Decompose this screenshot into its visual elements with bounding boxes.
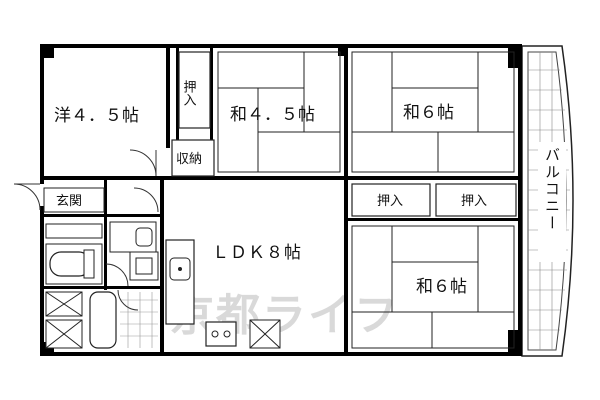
room-japanese-north: 和６帖 <box>351 51 515 173</box>
room-japanese-north-label: 和６帖 <box>403 103 454 123</box>
outer-walls <box>40 44 522 356</box>
room-japanese-south-label: 和６帖 <box>416 277 467 297</box>
closet: 収納 <box>171 139 215 177</box>
entrance-label: 玄関 <box>56 194 82 209</box>
room-japanese-south: 和６帖 <box>351 225 515 349</box>
room-ldk-label: ＬＤＫ８帖 <box>212 243 302 263</box>
oshiire-mid-left-label: 押入 <box>377 194 403 209</box>
room-japanese-small: 和４．５帖 <box>217 51 341 173</box>
oshiire-mid-right-label: 押入 <box>461 194 487 209</box>
oshiire-mid-left: 押入 <box>351 183 431 217</box>
oshiire-top-label: 押入 <box>181 80 197 106</box>
stove <box>205 321 237 347</box>
room-ldk: ＬＤＫ８帖 <box>165 239 302 349</box>
interior-walls <box>44 48 522 352</box>
room-western-label: 洋４．５帖 <box>54 106 139 126</box>
closet-label: 収納 <box>176 152 202 167</box>
oshiire-top: 押入 <box>178 51 211 129</box>
entrance: 玄関 <box>13 183 159 213</box>
balcony: バルコニー <box>521 45 574 357</box>
oshiire-mid-right: 押入 <box>435 183 517 217</box>
watermark: 京都ライフ <box>170 290 400 341</box>
bathtub <box>89 291 117 349</box>
balcony-label: バルコニー <box>543 147 561 232</box>
kitchen-counter <box>165 239 195 325</box>
wet-areas <box>45 221 159 349</box>
room-japanese-small-label: 和４．５帖 <box>230 105 315 125</box>
room-western: 洋４．５帖 <box>54 106 157 177</box>
